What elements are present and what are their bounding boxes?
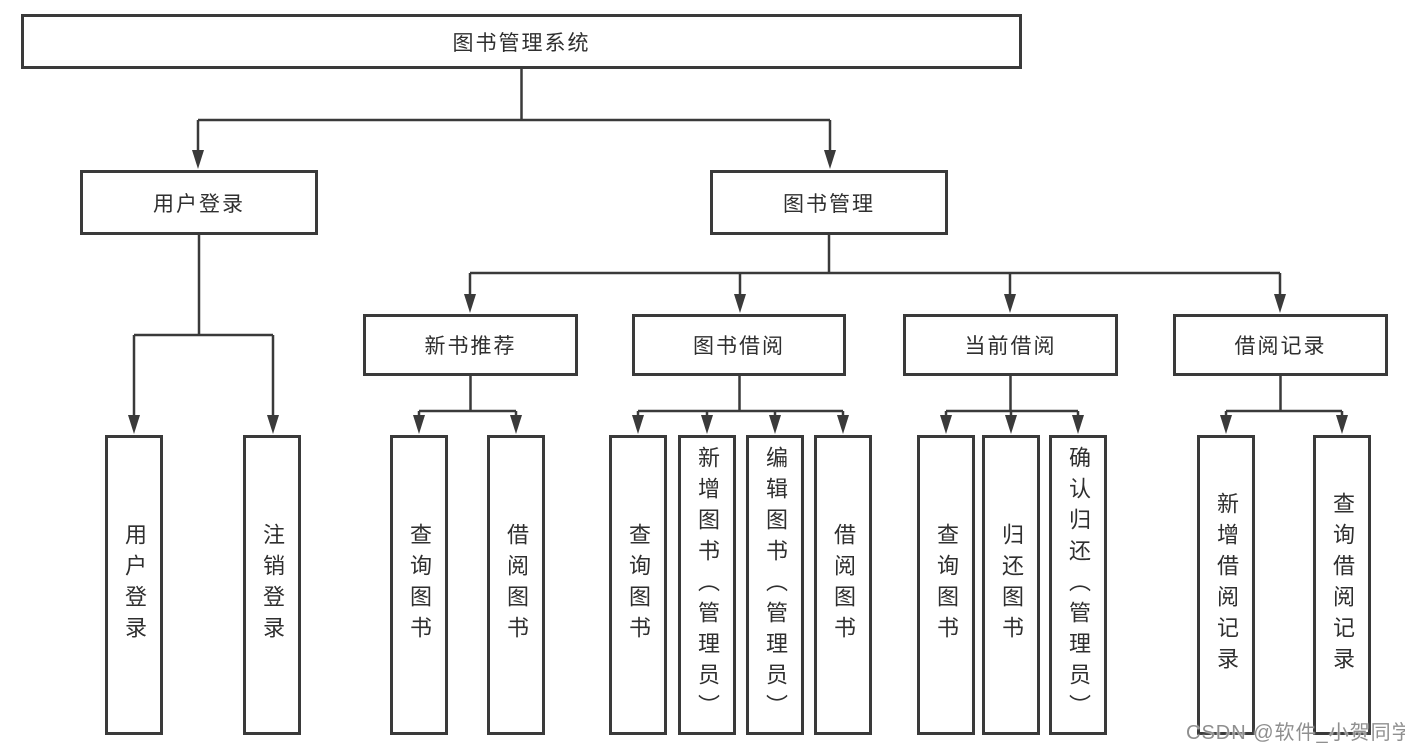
node-book-management: 图书管理 [710, 170, 948, 235]
node-user-login: 用户登录 [80, 170, 318, 235]
leaf-confirm-return-admin: 确认归还（管理员） [1049, 435, 1107, 735]
node-label: 确认归还（管理员） [1066, 445, 1091, 725]
node-label: 图书管理系统 [452, 31, 591, 55]
leaf-borrow-book-recommend: 借阅图书 [487, 435, 545, 735]
node-book-borrowing: 图书借阅 [632, 314, 846, 376]
arrow-down-icon [940, 415, 952, 434]
arrow-down-icon [192, 150, 204, 169]
connector-root-to-level1 [196, 69, 832, 151]
node-current-borrowing: 当前借阅 [903, 314, 1118, 376]
arrow-down-icon [1274, 294, 1286, 313]
arrow-down-icon [267, 415, 279, 434]
arrow-down-icon [701, 415, 713, 434]
arrow-down-icon [413, 415, 425, 434]
node-label: 查询借阅记录 [1330, 492, 1355, 678]
leaf-query-book-current: 查询图书 [917, 435, 975, 735]
arrow-down-icon [837, 415, 849, 434]
leaf-user-login: 用户登录 [105, 435, 163, 735]
arrow-down-icon [1336, 415, 1348, 434]
node-label: 借阅图书 [504, 523, 529, 647]
leaf-query-book-borrowing: 查询图书 [609, 435, 667, 735]
node-borrowing-records: 借阅记录 [1173, 314, 1388, 376]
connector-userlogin-to-leaves [132, 235, 275, 416]
leaf-query-borrow-record: 查询借阅记录 [1313, 435, 1371, 735]
leaf-add-borrow-record: 新增借阅记录 [1197, 435, 1255, 735]
leaf-query-book-recommend: 查询图书 [390, 435, 448, 735]
connector-bookmgmt-to-categories [468, 235, 1282, 295]
node-label: 查询图书 [407, 523, 432, 647]
csdn-watermark: CSDN @软件_小贺同学 [1186, 722, 1405, 744]
arrow-down-icon [510, 415, 522, 434]
leaf-edit-book-admin: 编辑图书（管理员） [746, 435, 804, 735]
connector-borrowcat-to-leaves [636, 376, 845, 416]
arrow-down-icon [632, 415, 644, 434]
node-label: 借阅记录 [1234, 335, 1327, 358]
connector-currentcat-to-leaves [944, 376, 1080, 416]
arrow-down-icon [769, 415, 781, 434]
node-label: 归还图书 [999, 523, 1024, 647]
node-label: 编辑图书（管理员） [763, 445, 788, 725]
arrow-down-icon [128, 415, 140, 434]
node-new-book-recommend: 新书推荐 [363, 314, 578, 376]
node-label: 图书管理 [783, 192, 875, 216]
arrow-down-icon [734, 294, 746, 313]
node-label: 查询图书 [626, 523, 651, 647]
arrow-down-icon [824, 150, 836, 169]
leaf-add-book-admin: 新增图书（管理员） [678, 435, 736, 735]
leaf-borrow-book: 借阅图书 [814, 435, 872, 735]
arrow-down-icon [1220, 415, 1232, 434]
node-label: 用户登录 [122, 523, 147, 647]
arrow-down-icon [464, 294, 476, 313]
arrow-down-icon [1005, 415, 1017, 434]
node-label: 新书推荐 [424, 335, 517, 358]
node-label: 当前借阅 [964, 335, 1057, 358]
arrow-down-icon [1072, 415, 1084, 434]
arrow-down-icon [1004, 294, 1016, 313]
node-label: 新增借阅记录 [1214, 492, 1239, 678]
node-root-system: 图书管理系统 [21, 14, 1022, 69]
connector-recordcat-to-leaves [1224, 376, 1344, 416]
node-label: 图书借阅 [693, 335, 785, 358]
leaf-return-book: 归还图书 [982, 435, 1040, 735]
node-label: 新增图书（管理员） [695, 445, 720, 725]
node-label: 用户登录 [153, 192, 245, 216]
connector-newbook-to-leaves [417, 376, 518, 416]
node-label: 借阅图书 [831, 523, 856, 647]
node-label: 查询图书 [934, 523, 959, 647]
leaf-logout: 注销登录 [243, 435, 301, 735]
node-label: 注销登录 [260, 523, 285, 647]
